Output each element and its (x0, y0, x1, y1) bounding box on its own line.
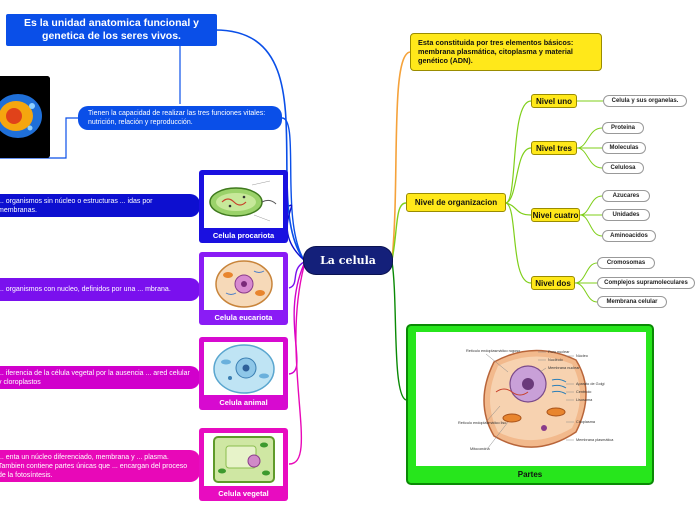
label-golgi: Aparato de Golgi (576, 382, 605, 386)
leaf-cromosomas[interactable]: Cromosomas (597, 257, 655, 269)
label-reticulo-rugoso: Retículo endoplasmático rugoso (466, 349, 520, 353)
leaf-moleculas[interactable]: Moleculas (602, 142, 646, 154)
composition-node[interactable]: Esta constituida por tres elementos bási… (410, 33, 602, 71)
eucariota-card[interactable]: Celula eucariota (199, 252, 288, 325)
animal-description[interactable]: ... iferencia de la célula vegetal por l… (0, 366, 200, 389)
procariota-card[interactable]: Celula procariota (199, 170, 288, 243)
leaf-azucares[interactable]: Azucares (602, 190, 650, 202)
label-nucleolo: Nucléolo (548, 358, 563, 362)
level-uno[interactable]: Nivel uno (531, 94, 577, 108)
parts-card[interactable]: Retículo endoplasmático rugoso Retículo … (406, 324, 654, 485)
procariota-image (204, 175, 283, 228)
leaf-proteina[interactable]: Proteina (602, 122, 644, 134)
parts-image: Retículo endoplasmático rugoso Retículo … (416, 332, 646, 466)
vegetal-card[interactable]: Celula vegetal (199, 428, 288, 501)
label-membrana-nuclear: Membrana nuclear (548, 366, 580, 370)
animal-card[interactable]: Celula animal (199, 337, 288, 410)
vegetal-image (204, 433, 283, 486)
central-topic[interactable]: La celula (304, 247, 392, 274)
eucariota-caption: Celula eucariota (214, 313, 273, 322)
eucariota-description[interactable]: ... organismos con nucleo, definidos por… (0, 278, 200, 301)
label-poro-nuclear: Poro nuclear (548, 350, 570, 354)
label-nucleo: Núcleo (576, 354, 588, 358)
label-membrana-plasmatica: Membrana plasmática (576, 438, 614, 442)
leaf-aminoacidos[interactable]: Aminoacidos (602, 230, 656, 242)
label-mitocondria: Mitocondria (470, 447, 491, 451)
leaf-complejos-supramoleculares[interactable]: Complejos supramoleculares (597, 277, 695, 289)
functions-node[interactable]: Tienen la capacidad de realizar las tres… (78, 106, 282, 130)
animal-image (204, 342, 283, 395)
leaf-membrana-celular[interactable]: Membrana celular (597, 296, 667, 308)
parts-caption: Partes (517, 470, 543, 479)
definition-node[interactable]: Es la unidad anatomica funcional y genet… (6, 14, 217, 46)
label-centriolo: Centríolo (576, 390, 591, 394)
level-tres[interactable]: Nivel tres (531, 141, 577, 155)
organization-node[interactable]: Nivel de organizacion (406, 193, 506, 212)
vegetal-caption: Celula vegetal (218, 489, 269, 498)
label-lisosoma: Lisosoma (576, 398, 593, 402)
procariota-caption: Celula procariota (212, 231, 275, 240)
level-cuatro[interactable]: Nivel cuatro (531, 208, 580, 222)
leaf-celulosa[interactable]: Celulosa (602, 162, 644, 174)
procariota-description[interactable]: ... organismos sin núcleo o estructuras … (0, 194, 200, 217)
level-dos[interactable]: Nivel dos (531, 276, 575, 290)
label-reticulo-liso: Retículo endoplasmático liso (458, 421, 506, 425)
cell-photo (0, 76, 50, 158)
leaf-celula-organelas[interactable]: Celula y sus organelas. (603, 95, 687, 107)
animal-caption: Celula animal (219, 398, 268, 407)
eucariota-image (204, 257, 283, 310)
leaf-unidades[interactable]: Unidades (602, 209, 650, 221)
vegetal-description[interactable]: ... enta un núcleo diferenciado, membran… (0, 450, 200, 482)
label-citoplasma: Citoplasma (576, 420, 596, 424)
